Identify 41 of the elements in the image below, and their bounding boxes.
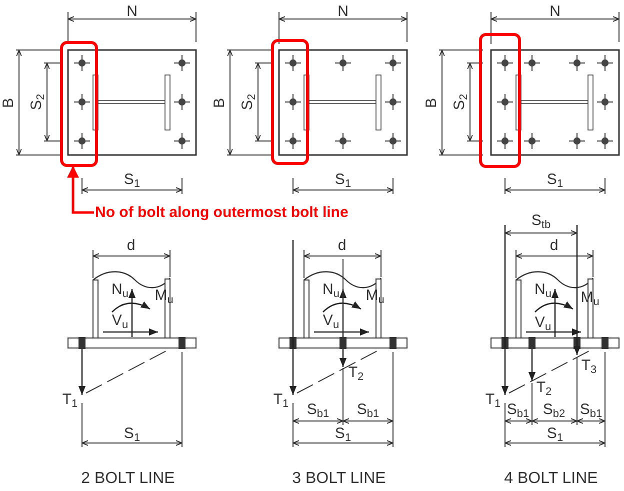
dimension-label: d bbox=[336, 238, 348, 254]
dimension-label: S$_{1}$ bbox=[122, 172, 142, 188]
dimension-label: N bbox=[336, 4, 350, 20]
panel-caption: 4 BOLT LINE bbox=[503, 471, 599, 487]
force-label: N$_{u}$ bbox=[322, 282, 340, 298]
callout-text: No of bolt along outermost bolt line bbox=[95, 204, 348, 221]
force-label: V$_{u}$ bbox=[534, 315, 552, 331]
dimension-label: S$_{tb}$ bbox=[530, 213, 552, 229]
force-label: T$_{1}$ bbox=[61, 392, 79, 408]
dimension-label: S$_{1}$ bbox=[334, 426, 352, 442]
leader-arrow bbox=[67, 166, 94, 214]
panel-caption: 3 BOLT LINE bbox=[291, 471, 387, 487]
panel-caption: 2 BOLT LINE bbox=[80, 471, 176, 487]
dimension-label: d bbox=[126, 238, 136, 254]
force-label: N$_{u}$ bbox=[534, 282, 552, 298]
highlight-frame bbox=[60, 41, 98, 167]
force-label: N$_{u}$ bbox=[110, 282, 130, 298]
dimension-label: S$_{b1}$ bbox=[506, 402, 530, 418]
dimension-label: S$_{b2}$ bbox=[542, 402, 566, 418]
highlight-frame bbox=[479, 33, 521, 168]
dimension-label: B bbox=[212, 97, 228, 109]
dimension-label: B bbox=[1, 97, 17, 109]
force-label: T$_{3}$ bbox=[580, 358, 598, 374]
force-label: T$_{2}$ bbox=[535, 380, 553, 396]
dimension-label: d bbox=[548, 238, 560, 254]
force-label: V$_{u}$ bbox=[110, 313, 130, 329]
dimension-label: N bbox=[126, 4, 138, 20]
dimension-label: S$_{1}$ bbox=[122, 426, 142, 442]
force-label: T$_{2}$ bbox=[347, 365, 365, 381]
dimension-label: S$_{1}$ bbox=[334, 172, 352, 188]
dimension-label: N bbox=[548, 4, 562, 20]
dimension-label: B bbox=[424, 97, 440, 109]
dimension-label: S$_{b1}$ bbox=[306, 402, 330, 418]
highlight-frame bbox=[271, 39, 309, 165]
dimension-label: S$_{b1}$ bbox=[578, 402, 604, 418]
dimension-label: S$_{1}$ bbox=[546, 172, 564, 188]
force-label: T$_{1}$ bbox=[272, 392, 290, 408]
dimension-label: S$_{b1}$ bbox=[356, 402, 380, 418]
dimension-label: S$_{1}$ bbox=[546, 426, 564, 442]
force-label: V$_{u}$ bbox=[322, 313, 340, 329]
force-label: T$_{1}$ bbox=[484, 392, 502, 408]
